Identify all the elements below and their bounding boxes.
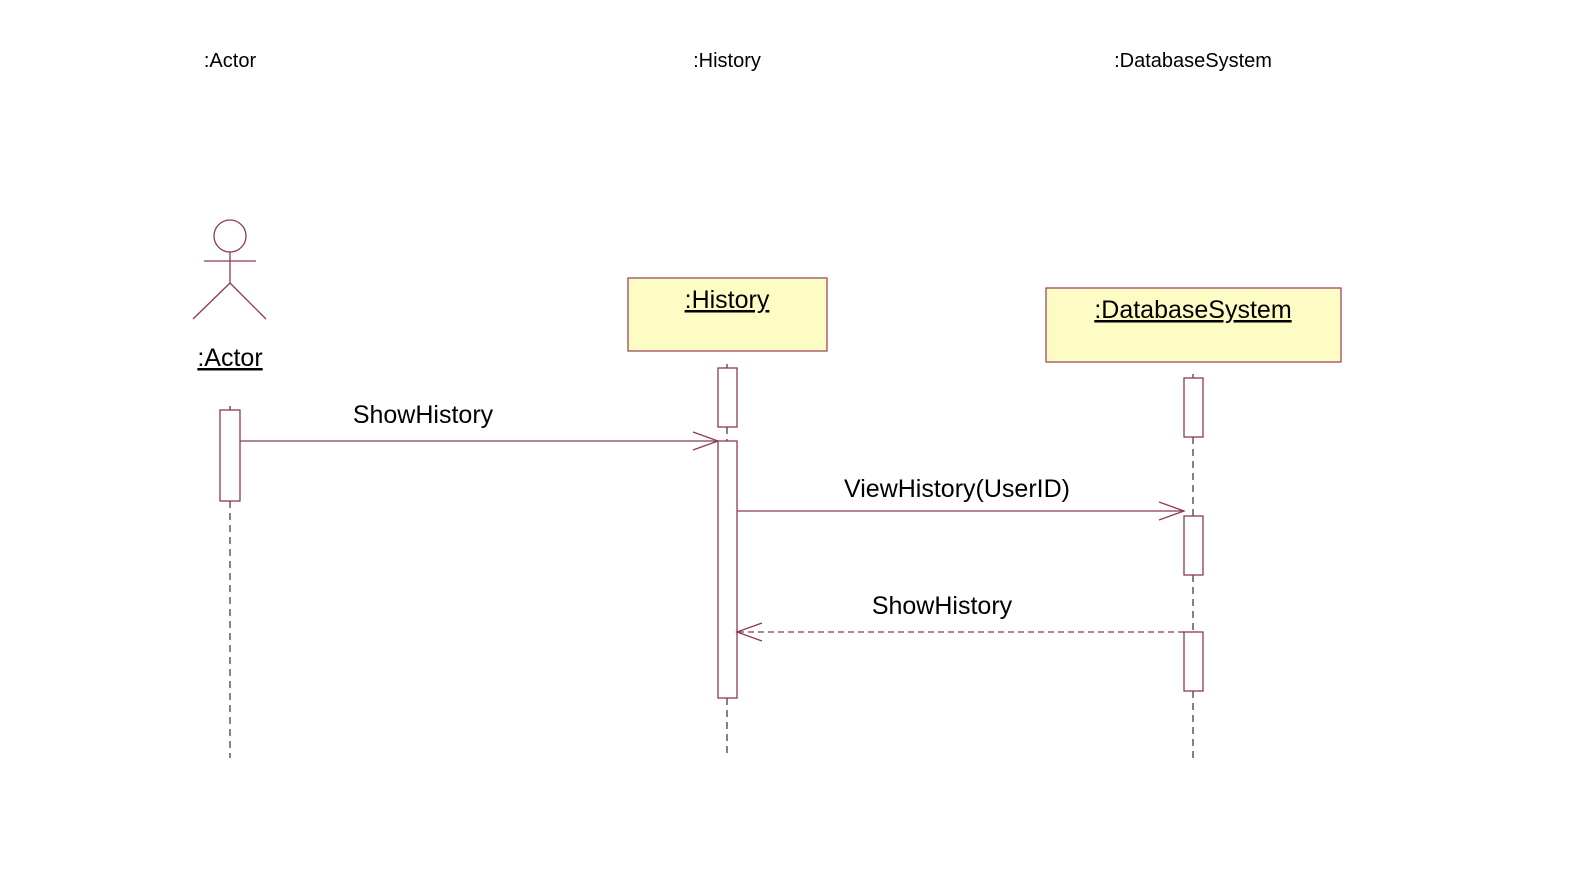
actor-head: [213, 219, 247, 253]
message-1-label: ShowHistory: [353, 401, 494, 429]
database-activation-bar-2: [1183, 515, 1204, 576]
actor-left-leg: [192, 282, 231, 320]
history-object-box[interactable]: [627, 277, 828, 352]
header-actor: :Actor: [203, 50, 257, 72]
history-activation-bar-2: [717, 440, 738, 699]
message-3-arrowhead: [735, 622, 763, 642]
database-activation-bar-3: [1183, 631, 1204, 692]
history-object-name: :History: [685, 286, 770, 314]
actor-activation-bar: [219, 409, 241, 502]
message-show-history-call[interactable]: [240, 431, 720, 451]
history-activation-bar-1: [717, 367, 738, 428]
database-activation-bar-1: [1183, 377, 1204, 438]
header-history: :History: [693, 50, 761, 72]
message-2-label: ViewHistory(UserID): [844, 475, 1070, 503]
database-object-box[interactable]: [1045, 287, 1342, 363]
message-2-arrowhead: [1158, 501, 1186, 521]
actor-name[interactable]: :Actor: [197, 344, 262, 372]
actor-icon[interactable]: [192, 219, 267, 320]
message-view-history-call[interactable]: [737, 501, 1186, 521]
message-3-label: ShowHistory: [872, 592, 1013, 620]
header-database-system: :DatabaseSystem: [1114, 50, 1272, 72]
database-object-name: :DatabaseSystem: [1094, 296, 1291, 324]
actor-right-leg: [229, 282, 267, 320]
message-1-arrowhead: [692, 431, 720, 451]
message-show-history-return[interactable]: [735, 622, 1184, 642]
